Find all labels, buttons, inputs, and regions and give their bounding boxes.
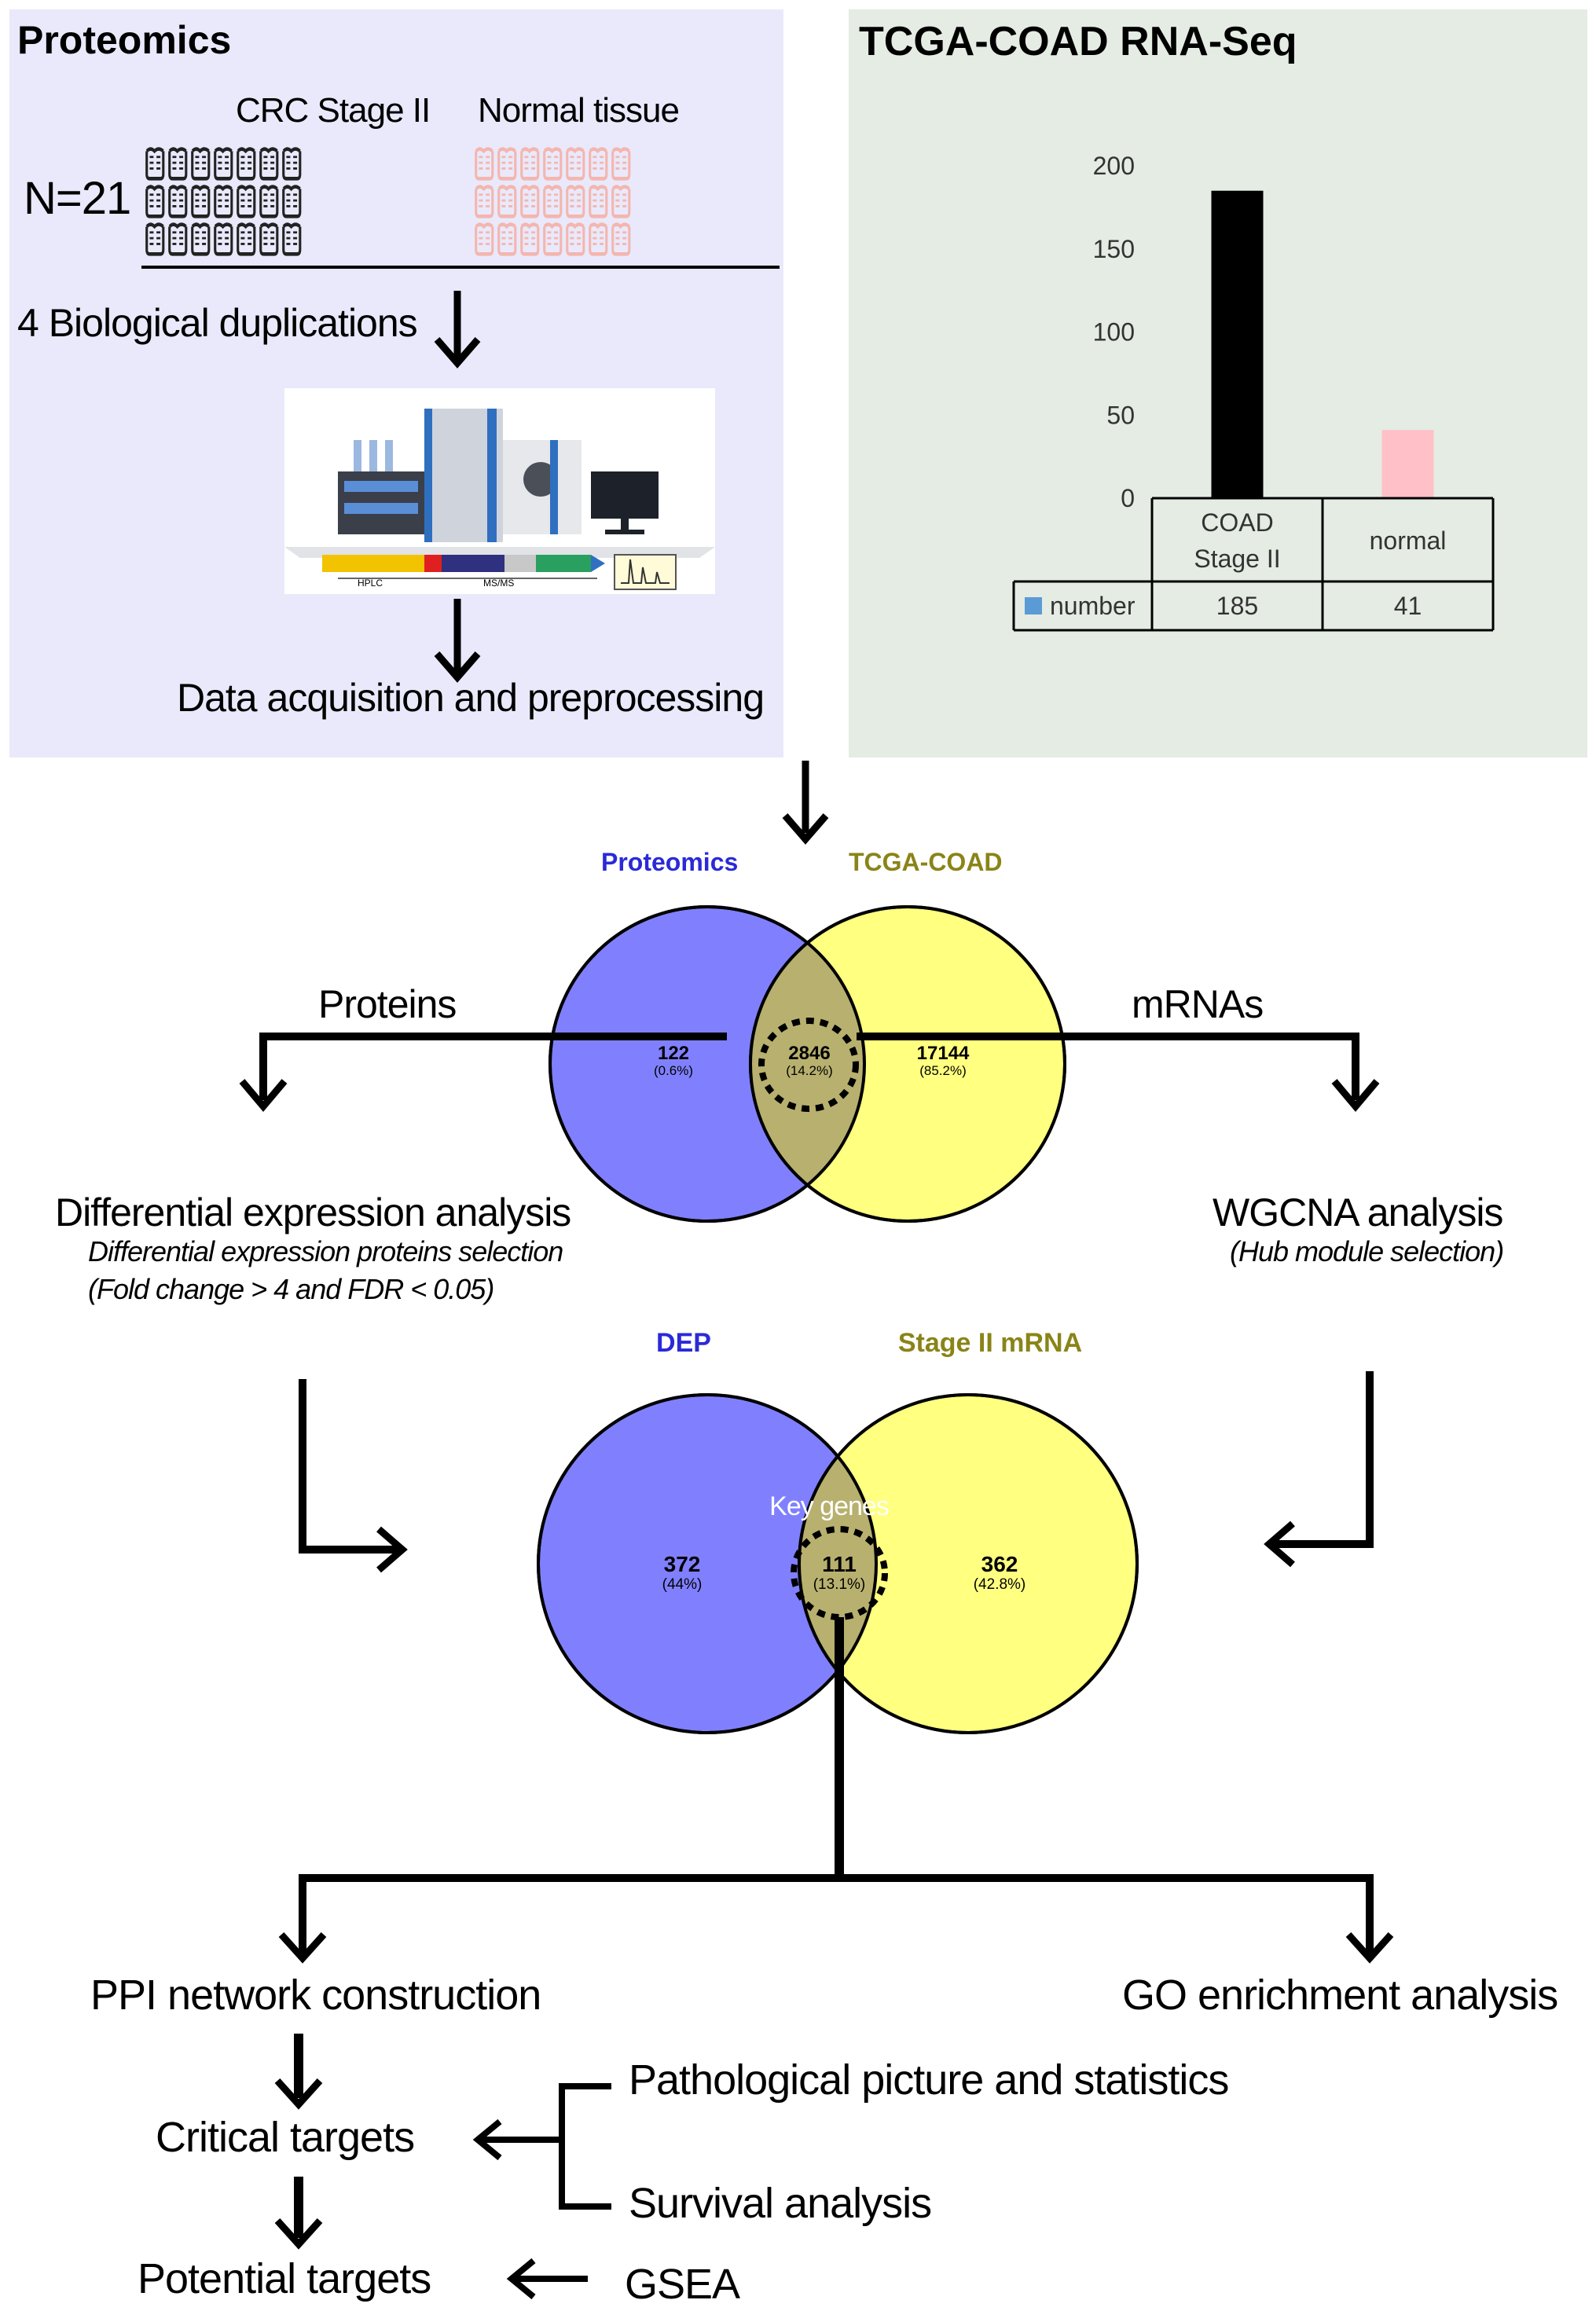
y-tick-label: 0: [1121, 484, 1135, 512]
downstream-connectors: [274, 1617, 1394, 2300]
venn2-left-pct: (44%): [662, 1576, 703, 1593]
venn1-right-pct: (85.2%): [919, 1063, 967, 1078]
venn2-left-value: 372: [664, 1552, 701, 1576]
branch-connectors: [239, 1033, 1380, 1112]
data-table-value: 185: [1216, 592, 1258, 620]
bar-normal: [1381, 430, 1434, 498]
pathological-step: Pathological picture and statistics: [629, 2056, 1228, 2104]
down-arrow-2: [434, 599, 481, 683]
wgcna-subtitle: (Hub module selection): [1230, 1235, 1503, 1267]
proteins-label: Proteins: [318, 982, 456, 1026]
wgcna-title: WGCNA analysis: [1213, 1190, 1502, 1234]
venn1-left-pct: (0.6%): [654, 1063, 693, 1078]
bar-coad-stage-ii: [1211, 190, 1264, 498]
potential-targets-step: Potential targets: [138, 2255, 431, 2302]
x-category-label: COAD: [1201, 508, 1273, 537]
venn1-right-label: TCGA-COAD: [849, 848, 1003, 876]
y-tick-label: 100: [1093, 318, 1135, 347]
venn-diagram-1: Proteomics TCGA-COAD 122 (0.6%) 2846 (14…: [549, 848, 1066, 1223]
venn1-right-value: 17144: [917, 1043, 970, 1064]
venn2-right-label: Stage II mRNA: [898, 1328, 1082, 1358]
venn2-left-label: DEP: [656, 1328, 711, 1358]
step-data-acquisition: Data acquisition and preprocessing: [177, 676, 764, 720]
venn2-key-genes-label: Key genes: [769, 1491, 889, 1521]
venn2-center-pct: (13.1%): [813, 1576, 866, 1593]
mrnas-label: mRNAs: [1132, 982, 1263, 1026]
down-arrow-3: [782, 761, 829, 845]
group-tumor-label: CRC Stage II: [236, 91, 430, 130]
venn2-right-pct: (42.8%): [974, 1576, 1026, 1593]
legend-label: number: [1050, 592, 1136, 620]
dea-to-venn-arrow: [299, 1379, 408, 1573]
x-category-label: Stage II: [1194, 545, 1280, 573]
survival-analysis-step: Survival analysis: [629, 2180, 931, 2227]
msms-label: MS/MS: [483, 578, 514, 589]
venn2-right-value: 362: [981, 1552, 1018, 1576]
venn1-overlap: [750, 907, 864, 1221]
venn1-left-label: Proteomics: [601, 848, 738, 876]
lc-ms-instrument-illustration: HPLC MS/MS: [284, 388, 715, 594]
x-category-label: normal: [1370, 526, 1447, 555]
data-table-value: 41: [1394, 592, 1422, 620]
venn1-center-pct: (14.2%): [786, 1063, 833, 1078]
proteomics-title: Proteomics: [17, 18, 231, 62]
step-biological-duplications: 4 Biological duplications: [17, 301, 417, 345]
venn2-center-value: 111: [822, 1552, 857, 1576]
y-tick-label: 50: [1106, 401, 1135, 429]
wgcna-to-venn-arrow: [1264, 1371, 1374, 1568]
proteomics-panel: Proteomics CRC Stage II Normal tissue N=…: [9, 9, 783, 757]
venn2-dotted-highlight: [791, 1526, 888, 1620]
y-tick-label: 200: [1093, 152, 1135, 180]
venn1-left-value: 122: [658, 1043, 689, 1064]
venn1-dotted-highlight: [758, 1018, 859, 1112]
venn-diagram-2: DEP Stage II mRNA Key genes 372 (44%) 11…: [537, 1328, 1139, 1734]
ppi-network-step: PPI network construction: [90, 1972, 541, 2019]
hplc-label: HPLC: [358, 578, 383, 589]
dea-subtitle-1: Differential expression proteins selecti…: [88, 1235, 563, 1267]
tcga-title: TCGA-COAD RNA-Seq: [859, 19, 1297, 64]
go-enrichment-step: GO enrichment analysis: [1122, 1972, 1557, 2019]
gsea-step: GSEA: [625, 2261, 740, 2308]
sample-size-label: N=21: [24, 173, 130, 224]
down-arrow-1: [434, 291, 481, 369]
group-normal-label: Normal tissue: [478, 91, 679, 130]
venn1-center-value: 2846: [788, 1043, 830, 1064]
y-tick-label: 150: [1093, 235, 1135, 263]
legend-swatch: [1025, 597, 1042, 614]
dea-subtitle-2: (Fold change > 4 and FDR < 0.05): [88, 1273, 493, 1305]
dea-title: Differential expression analysis: [55, 1190, 571, 1234]
critical-targets-step: Critical targets: [156, 2114, 414, 2161]
